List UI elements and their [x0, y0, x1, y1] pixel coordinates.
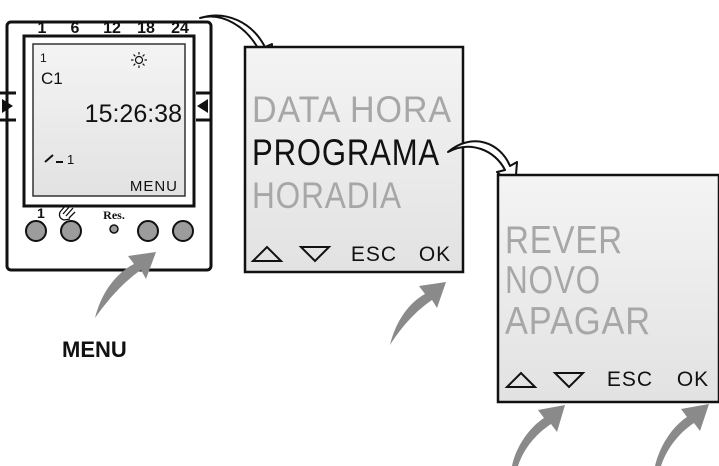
scale-label-1: 1 [38, 20, 47, 37]
screen2-esc[interactable]: ESC [607, 368, 653, 391]
screen2-down-arrow-icon[interactable] [552, 372, 586, 389]
scale-label-12: 12 [103, 20, 121, 37]
screen1-item-datahora[interactable]: DATA HORA [252, 89, 452, 130]
press-arrow-ok-icon [390, 282, 446, 345]
reset-button[interactable] [109, 224, 119, 234]
screen1-esc[interactable]: ESC [351, 243, 397, 266]
button-manual[interactable] [60, 220, 82, 242]
screen1-ok[interactable]: OK [419, 243, 451, 266]
hand-icon [58, 204, 76, 221]
screen2-item-apagar[interactable]: APAGAR [505, 300, 651, 343]
scale-label-24: 24 [171, 20, 189, 37]
clock-time: 15:26:38 [85, 100, 182, 128]
press-arrow-ok2-icon [655, 404, 709, 466]
lcd-menu-label: MENU [130, 178, 178, 195]
press-arrow-down-icon [512, 405, 565, 466]
sun-icon [131, 52, 147, 68]
channel-code: C1 [41, 69, 63, 88]
screen2: REVER NOVO APAGAR ESC OK [496, 173, 719, 404]
button-ok[interactable] [172, 220, 194, 242]
press-arrow-menu-icon [95, 252, 156, 318]
screen2-item-rever[interactable]: REVER [505, 219, 623, 262]
scale-label-18: 18 [137, 20, 155, 37]
channel-number: 1 [40, 51, 47, 65]
screen1-up-arrow-icon[interactable] [250, 245, 284, 262]
screen1-item-programa[interactable]: PROGRAMA [252, 132, 440, 173]
contact-indicator: 1 [67, 152, 74, 167]
screen1-item-horadia[interactable]: HORADIA [252, 175, 402, 216]
device-lcd [32, 43, 186, 197]
screen1-lcd [243, 45, 465, 274]
screen2-lcd [496, 173, 719, 404]
contact-icon [44, 154, 63, 163]
press-arrows [95, 252, 709, 466]
reset-label: Res. [103, 208, 125, 222]
timer-device: 1 6 12 18 24 1 C1 [0, 20, 213, 272]
scale-label-6: 6 [71, 20, 80, 37]
button-1[interactable] [25, 220, 47, 242]
button-1-label: 1 [37, 205, 45, 221]
left-marker [0, 91, 16, 122]
right-marker [196, 91, 211, 122]
screen2-up-arrow-icon[interactable] [504, 371, 538, 388]
hour-scale: 1 6 12 18 24 [38, 20, 189, 37]
screen1: DATA HORA PROGRAMA HORADIA ESC OK [243, 45, 465, 274]
menu-caption: MENU [62, 337, 127, 362]
screen1-down-arrow-icon[interactable] [298, 246, 332, 263]
screen2-ok[interactable]: OK [677, 368, 709, 391]
screen2-item-novo[interactable]: NOVO [505, 259, 601, 302]
menu-button[interactable] [137, 220, 159, 242]
